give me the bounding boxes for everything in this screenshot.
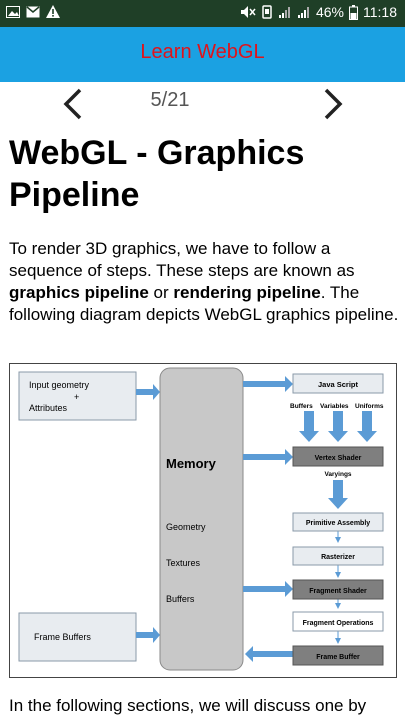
battery-percent: 46%: [315, 4, 344, 20]
battery-icon: [349, 4, 358, 20]
fragment-operations-label: Fragment Operations: [303, 620, 374, 627]
arrow: [243, 581, 293, 597]
vibrate-icon: [262, 5, 272, 19]
arrow: [357, 411, 377, 442]
app-bar: Learn WebGL: [0, 27, 405, 82]
input-geometry-label: Input geometry: [29, 380, 90, 390]
intro-bold-term: graphics pipeline: [9, 283, 149, 302]
status-bar: 46% 11:18: [0, 0, 405, 27]
image-icon: [6, 5, 20, 18]
app-title: Learn WebGL: [140, 41, 265, 63]
textures-label: Textures: [166, 558, 201, 568]
varyings-label: Varyings: [324, 471, 351, 478]
flow-arrows: [136, 376, 377, 662]
frame-buffer-box: Frame Buffer: [292, 645, 384, 666]
chevron-right-icon: [324, 88, 343, 120]
frame-buffers-label: Frame Buffers: [34, 632, 91, 642]
arrow: [243, 376, 293, 392]
vertex-shader-label: Vertex Shader: [315, 455, 362, 462]
previous-page-button[interactable]: [58, 86, 88, 122]
primitive-assembly-label: Primitive Assembly: [306, 520, 370, 527]
input-geometry-box: Input geometry + Attributes: [18, 371, 137, 421]
frame-buffers-box: Frame Buffers: [18, 612, 137, 662]
uniforms-input-label: Uniforms: [355, 403, 384, 410]
next-page-button[interactable]: [318, 86, 348, 122]
geometry-label: Geometry: [166, 522, 206, 532]
arrow: [136, 384, 160, 400]
clock: 11:18: [363, 4, 397, 20]
intro-text: To render 3D graphics, we have to follow…: [9, 239, 355, 280]
fragment-operations-box: Fragment Operations: [292, 611, 384, 632]
pipeline-diagram-svg: Input geometry + Attributes Frame Buffer…: [18, 367, 384, 671]
javascript-label: Java Script: [318, 380, 359, 389]
notification-icons: [6, 5, 60, 18]
arrow: [328, 480, 348, 509]
arrow: [328, 411, 348, 442]
primitive-assembly-box: Primitive Assembly: [292, 512, 384, 532]
intro-text: . The following diagram depicts WebGL gr…: [9, 283, 399, 324]
pipeline-diagram: Input geometry + Attributes Frame Buffer…: [9, 363, 397, 678]
frame-buffer-label: Frame Buffer: [316, 654, 360, 661]
warning-icon: [46, 5, 60, 18]
chevron-left-icon: [63, 88, 82, 120]
fragment-shader-label: Fragment Shader: [309, 588, 367, 595]
arrow: [136, 627, 160, 643]
arrow: [243, 449, 293, 465]
gmail-icon: [26, 5, 40, 17]
mute-icon: [240, 6, 256, 18]
attributes-label: Attributes: [29, 403, 68, 413]
javascript-box: Java Script: [292, 373, 384, 394]
signal-icon: [278, 7, 290, 18]
buffers-label: Buffers: [166, 594, 195, 604]
rasterizer-box: Rasterizer: [292, 546, 384, 566]
rasterizer-label: Rasterizer: [321, 554, 355, 561]
arrow: [245, 646, 293, 662]
memory-block: Memory Geometry Textures Buffers: [159, 367, 244, 671]
memory-label: Memory: [166, 456, 217, 471]
system-icons: 46% 11:18: [240, 4, 397, 20]
vertex-shader-box: Vertex Shader: [292, 446, 384, 467]
signal-icon: [297, 7, 309, 18]
buffers-input-label: Buffers: [290, 403, 313, 410]
variables-input-label: Variables: [320, 403, 349, 410]
page-title: WebGL - Graphics Pipeline: [9, 134, 305, 214]
intro-bold-term: rendering pipeline: [173, 283, 321, 302]
plus-label: +: [74, 392, 79, 402]
fragment-shader-box: Fragment Shader: [292, 579, 384, 600]
page-indicator: 5/21: [150, 89, 190, 111]
outro-paragraph: In the following sections, we will discu…: [9, 696, 367, 715]
arrow: [299, 411, 319, 442]
intro-paragraph: To render 3D graphics, we have to follow…: [9, 238, 399, 326]
intro-text: or: [148, 283, 174, 302]
